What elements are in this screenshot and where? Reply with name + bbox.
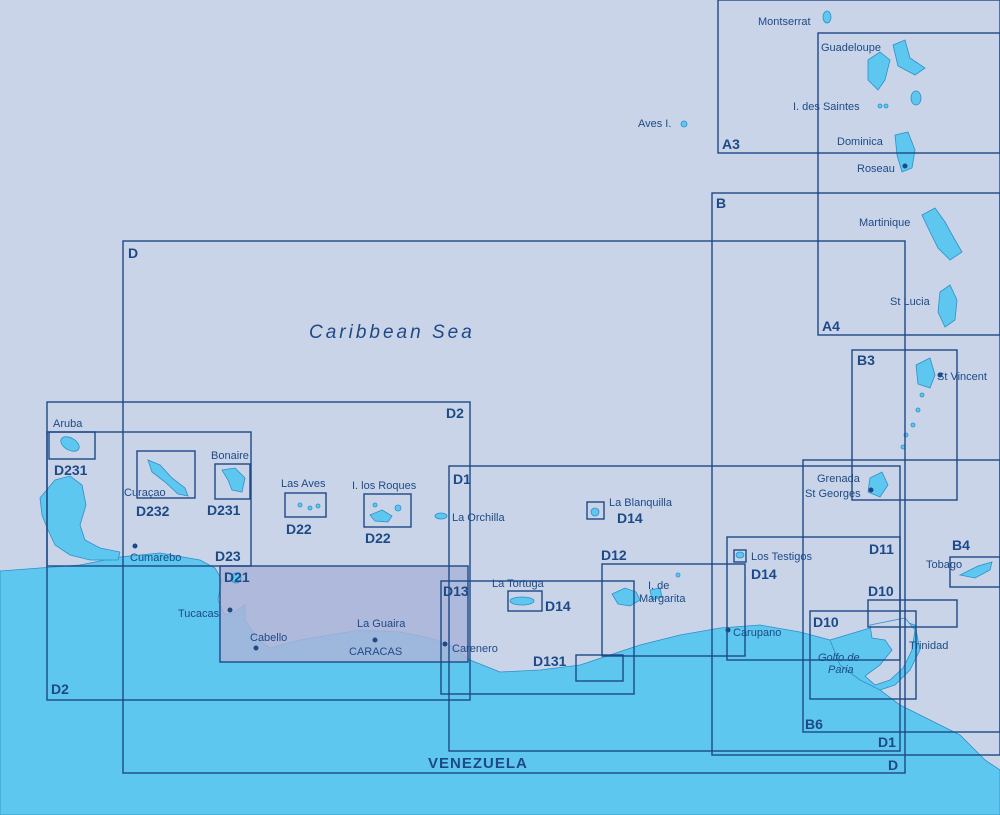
place-martinique: Martinique [859, 217, 910, 229]
chart-box-a4 [817, 32, 1000, 336]
place-margarita-2: Margarita [639, 593, 686, 605]
chart-box-d10b [809, 610, 917, 700]
place-aves: Aves I. [638, 118, 671, 130]
chart-d21-label[interactable]: D21 [224, 569, 250, 585]
chart-a3-label[interactable]: A3 [722, 136, 740, 152]
place-trinidad: Trinidad [909, 640, 948, 652]
chart-box-b6 [802, 459, 1000, 733]
place-roseau: Roseau [857, 163, 895, 175]
chart-d231a-label[interactable]: D231 [54, 462, 88, 478]
chart-box-d23 [46, 431, 252, 567]
chart-d-label[interactable]: D [128, 245, 138, 261]
chart-box-d11 [726, 536, 901, 661]
place-cabello: Cabello [250, 632, 287, 644]
chart-d2-bottom-label[interactable]: D2 [51, 681, 69, 697]
chart-d131-label[interactable]: D131 [533, 653, 567, 669]
place-la-orchilla: La Orchilla [452, 512, 505, 524]
chart-a4-label[interactable]: A4 [822, 318, 840, 334]
gulf-label-line1: Golfo de [818, 652, 860, 664]
place-carupano: Carupano [733, 627, 781, 639]
place-guadeloupe: Guadeloupe [821, 42, 881, 54]
place-la-guaira: La Guaira [357, 618, 406, 630]
islands [60, 10, 993, 607]
place-las-aves: Las Aves [281, 478, 326, 490]
chart-d21-highlight [220, 566, 468, 662]
chart-d1-label[interactable]: D1 [453, 471, 471, 487]
place-carenero: Carenero [452, 643, 498, 655]
chart-d1-bottom-label[interactable]: D1 [878, 734, 896, 750]
chart-box-a3 [717, 0, 1000, 154]
chart-box-d13 [440, 580, 635, 695]
chart-boxes [46, 0, 1000, 774]
chart-box-d21 [219, 565, 469, 663]
place-los-roques: I. los Roques [352, 480, 417, 492]
place-st-lucia: St Lucia [890, 296, 931, 308]
place-montserrat: Montserrat [758, 16, 811, 28]
chart-d-bottom-label[interactable]: D [888, 757, 898, 773]
chart-codes: A3 A4 B B3 B4 B6 D D D1 D1 D2 D2 D10 D10… [51, 136, 970, 773]
chart-box-d232 [136, 450, 196, 499]
chart-box-b [711, 192, 1000, 756]
place-bonaire: Bonaire [211, 450, 249, 462]
chart-d10a-label[interactable]: D10 [868, 583, 894, 599]
trinidad-island [864, 617, 916, 686]
chart-box-d10a [867, 599, 958, 628]
chart-d232-label[interactable]: D232 [136, 503, 170, 519]
country-label: VENEZUELA [428, 755, 528, 772]
chart-box-d14c [733, 549, 747, 563]
place-los-testigos: Los Testigos [751, 551, 812, 563]
chart-box-d131 [575, 654, 624, 682]
chart-b4-label[interactable]: B4 [952, 537, 970, 553]
place-st-georges: St Georges [805, 488, 861, 500]
chart-d22a-label[interactable]: D22 [286, 521, 312, 537]
gulf-label-line2: Paria [828, 664, 854, 676]
chart-box-b4 [949, 556, 1000, 588]
paraguana-peninsula [39, 475, 121, 561]
chart-b-label[interactable]: B [716, 195, 726, 211]
chart-d14b-label[interactable]: D14 [545, 598, 571, 614]
chart-box-d [122, 240, 906, 774]
chart-box-d231b [214, 463, 251, 500]
place-saintes: I. des Saintes [793, 101, 860, 113]
place-la-tortuga: La Tortuga [492, 578, 545, 590]
chart-b6-label[interactable]: B6 [805, 716, 823, 732]
chart-d2-label[interactable]: D2 [446, 405, 464, 421]
chart-d10b-label[interactable]: D10 [813, 614, 839, 630]
chart-b3-label[interactable]: B3 [857, 352, 875, 368]
chart-box-d14a [586, 501, 605, 520]
chart-box-d12 [601, 563, 746, 657]
chart-box-d14b [507, 590, 543, 612]
place-caracas: CARACAS [349, 646, 402, 658]
place-cumarebo: Cumarebo [130, 552, 181, 564]
chart-d231b-label[interactable]: D231 [207, 502, 241, 518]
place-grenada: Grenada [817, 473, 861, 485]
place-st-vincent: St Vincent [937, 371, 987, 383]
sea-label: Caribbean Sea [309, 322, 475, 343]
chart-box-d22a [284, 492, 327, 518]
town-dots [132, 163, 943, 651]
place-dominica: Dominica [837, 136, 884, 148]
chart-d14c-label[interactable]: D14 [751, 566, 777, 582]
chart-box-d22b [363, 493, 412, 528]
chart-d23-label[interactable]: D23 [215, 548, 241, 564]
place-tucacas: Tucacas [178, 608, 220, 620]
chart-d22b-label[interactable]: D22 [365, 530, 391, 546]
chart-d11-label[interactable]: D11 [869, 541, 894, 557]
chart-d13-label[interactable]: D13 [443, 583, 469, 599]
chart-d12-label[interactable]: D12 [601, 547, 627, 563]
place-la-blanquilla: La Blanquilla [609, 497, 673, 509]
place-aruba: Aruba [53, 418, 83, 430]
place-labels: Montserrat Guadeloupe I. des Saintes Dom… [53, 16, 987, 658]
chart-box-d231a [48, 431, 96, 460]
place-tobago: Tobago [926, 559, 962, 571]
place-margarita-1: I. de [648, 580, 669, 592]
place-curacao: Curaçao [124, 487, 166, 499]
chart-d14a-label[interactable]: D14 [617, 510, 643, 526]
